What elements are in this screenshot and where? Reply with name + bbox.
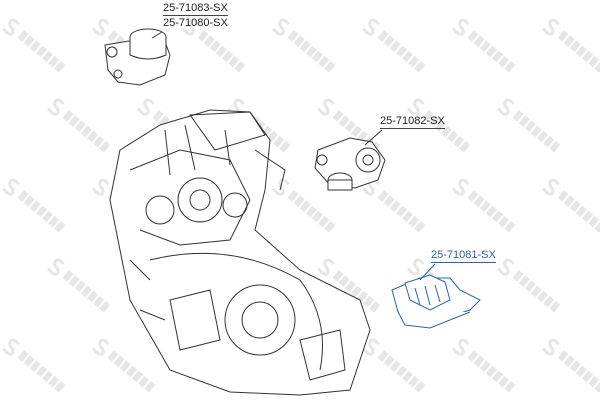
watermark-logo <box>361 178 426 233</box>
watermark-logo <box>541 178 600 233</box>
watermark-logo <box>91 338 156 393</box>
watermark-logo <box>451 338 516 393</box>
watermark-logo <box>1 338 66 393</box>
watermark-logo <box>46 98 111 153</box>
part-label-25-71082[interactable]: 25-71082-SX <box>380 115 445 129</box>
watermark-logo <box>181 18 246 73</box>
watermark-logo <box>271 18 336 73</box>
watermark-logo <box>451 178 516 233</box>
watermark-logo <box>541 18 600 73</box>
watermark-logo <box>496 98 561 153</box>
watermark-logo <box>541 338 600 393</box>
watermark-logo <box>406 98 471 153</box>
watermark-logo <box>46 258 111 313</box>
watermark-logo <box>496 258 561 313</box>
engine-drawing <box>109 109 371 396</box>
watermark-logo <box>1 18 66 73</box>
watermark-logo <box>361 18 426 73</box>
part-label-25-71081[interactable]: 25-71081-SX <box>431 249 496 263</box>
watermark-logo <box>316 258 381 313</box>
part-label-25-71080[interactable]: 25-71080-SX <box>163 17 228 29</box>
engine-mount-right-drawing <box>314 137 386 191</box>
watermark-logo <box>1 178 66 233</box>
transmission-mount-drawing <box>391 274 481 329</box>
watermark-logo <box>451 18 516 73</box>
part-label-25-71083[interactable]: 25-71083-SX <box>163 2 228 16</box>
watermark-logo <box>271 178 336 233</box>
engine-mount-top-left-drawing <box>104 28 171 86</box>
watermark-logo <box>361 338 426 393</box>
